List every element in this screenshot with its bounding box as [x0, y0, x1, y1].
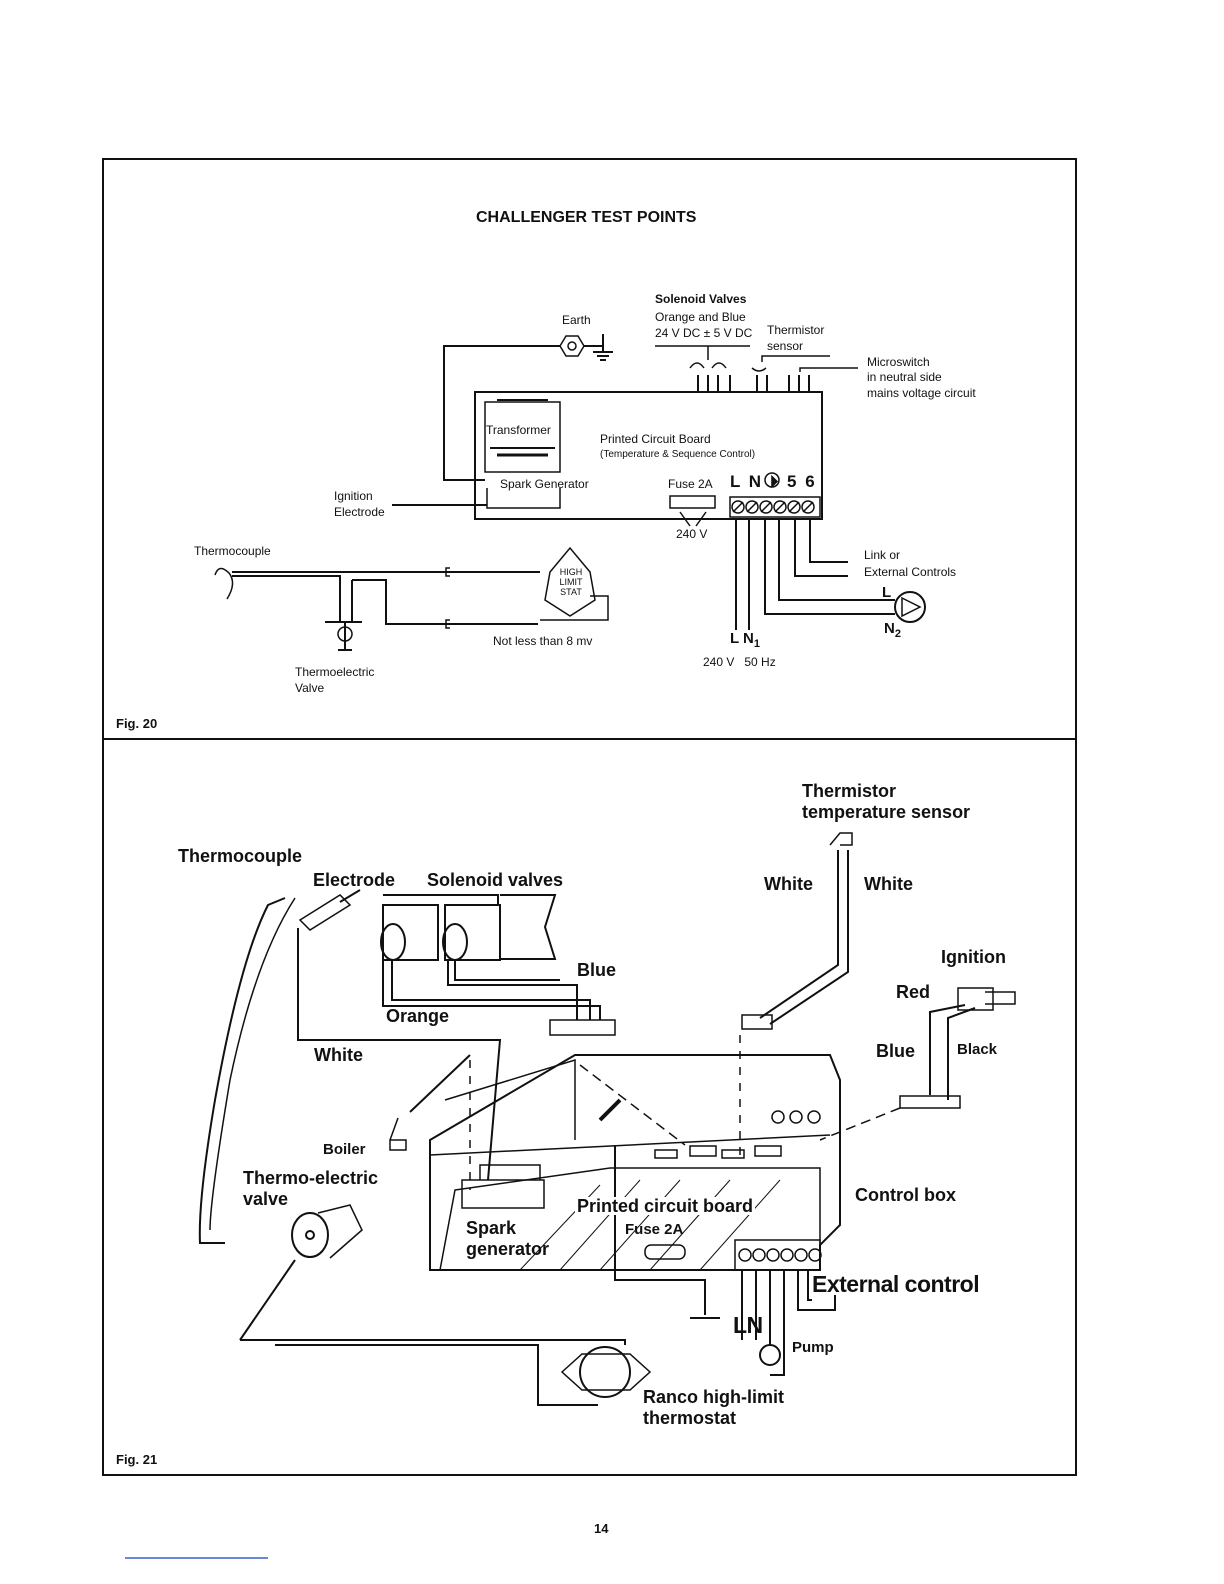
pump-l-label: L: [882, 584, 892, 601]
fig20-thermocouple-label: Thermocouple: [194, 544, 271, 558]
thermo-electric-valve-drawing: [291, 1212, 329, 1258]
sensor-label: sensor: [767, 339, 804, 353]
spark-label-1: Spark: [466, 1218, 517, 1238]
thermoelectric-label-2: Valve: [295, 681, 325, 695]
fig20-240v-label: 240 V: [676, 527, 708, 541]
ignition-label-21: Ignition: [941, 947, 1006, 967]
earth-wire: [443, 345, 560, 481]
thermo-electric-label-2: valve: [243, 1189, 289, 1209]
fig21-drawing: [198, 832, 1016, 1406]
boiler-label: Boiler: [323, 1141, 366, 1158]
white-lead: [297, 928, 502, 1181]
fig21-terminal-block: [734, 1239, 821, 1271]
pump-n-label: N2: [884, 620, 901, 640]
fig20-frame: [102, 158, 1077, 740]
thermoelectric-label-1: Thermoelectric: [295, 665, 375, 679]
fig20-fuse-label: Fuse 2A: [668, 477, 713, 491]
pcb-label: Printed circuit board: [575, 1196, 756, 1216]
control-box-label: Control box: [855, 1185, 956, 1205]
fig20-terminal-block: [729, 496, 821, 518]
ignition-label: Ignition: [334, 489, 373, 503]
pcb-label-2: (Temperature & Sequence Control): [600, 449, 756, 460]
thermistor-label-2: temperature sensor: [802, 802, 971, 822]
solenoid-valves-label: Solenoid Valves: [655, 292, 747, 306]
fig21-thermocouple-label: Thermocouple: [178, 846, 303, 866]
red-label: Red: [896, 982, 931, 1002]
ranco-label-1: Ranco high-limit: [643, 1387, 784, 1407]
fig20-fuse: [669, 495, 716, 509]
fig21-fuse-label: Fuse 2A: [625, 1221, 684, 1238]
white-label-c: White: [314, 1045, 363, 1065]
fig21-electrode-label: Electrode: [313, 870, 396, 890]
high-limit-stat-label: HIGH LIMIT STAT: [559, 567, 583, 597]
spark-label-2: generator: [466, 1239, 550, 1259]
page-number: 14: [594, 1521, 609, 1536]
fig20-drawing: [214, 334, 926, 651]
fig21-pump-symbol: [759, 1344, 781, 1366]
fig21-ln-label: LN: [733, 1312, 763, 1338]
fig20-pump-symbol: [894, 591, 926, 623]
pump-label: Pump: [792, 1339, 834, 1356]
pcb-label-1: Printed Circuit Board: [600, 432, 711, 446]
blue-label: Blue: [577, 960, 617, 980]
white-label-a: White: [764, 874, 813, 894]
external-controls-label: External Controls: [864, 565, 957, 579]
solenoid-valves-drawing: [380, 894, 557, 961]
ranco-thermostat-drawing: [579, 1346, 631, 1398]
thermocouple-lead: [198, 897, 286, 1244]
voltage-label: 24 V DC ± 5 V DC: [655, 326, 753, 340]
fig21-fuse: [644, 1244, 686, 1260]
thermo-electric-label-1: Thermo-electric: [243, 1168, 379, 1188]
link-or-label: Link or: [864, 548, 901, 562]
electrode: [298, 894, 352, 931]
external-control-label: External control: [812, 1271, 980, 1297]
mains-label: 240 V 50 Hz: [703, 655, 776, 669]
spark-generator-drawing: [461, 1164, 545, 1209]
mains-ln-label: L N1: [730, 630, 761, 650]
microswitch-label-1: Microswitch: [867, 355, 930, 369]
electrode-label: Electrode: [334, 505, 385, 519]
fig20-label: Fig. 20: [116, 716, 158, 731]
fig21-label: Fig. 21: [116, 1452, 158, 1467]
fig20-high-limit-stat: [544, 546, 596, 617]
orange-label: Orange: [386, 1006, 450, 1026]
ranco-label-2: thermostat: [643, 1408, 737, 1428]
pcb-box: [474, 391, 823, 520]
orange-and-blue-label: Orange and Blue: [655, 310, 746, 324]
microswitch-label-3: mains voltage circuit: [867, 386, 976, 400]
fig21-frame: [102, 738, 1077, 1476]
earth-label: Earth: [562, 313, 591, 327]
transformer-label: Transformer: [486, 423, 551, 437]
thermistor-label: Thermistor: [767, 323, 825, 337]
transformer-box: [484, 401, 561, 473]
not-less-label: Not less than 8 mv: [493, 634, 593, 648]
fig21-solenoid-valves-label: Solenoid valves: [427, 870, 564, 890]
earth-nut: [559, 335, 585, 357]
black-label: Black: [957, 1041, 998, 1058]
thermistor-label-1: Thermistor: [802, 781, 897, 801]
spark-generator-label: Spark Generator: [500, 477, 589, 491]
terminal-labels: L N ⏵ 5 6: [730, 472, 817, 491]
blue-label-b: Blue: [876, 1041, 916, 1061]
white-label-b: White: [864, 874, 913, 894]
microswitch-label-2: in neutral side: [867, 370, 942, 384]
fig20-title: CHALLENGER TEST POINTS: [476, 209, 697, 226]
